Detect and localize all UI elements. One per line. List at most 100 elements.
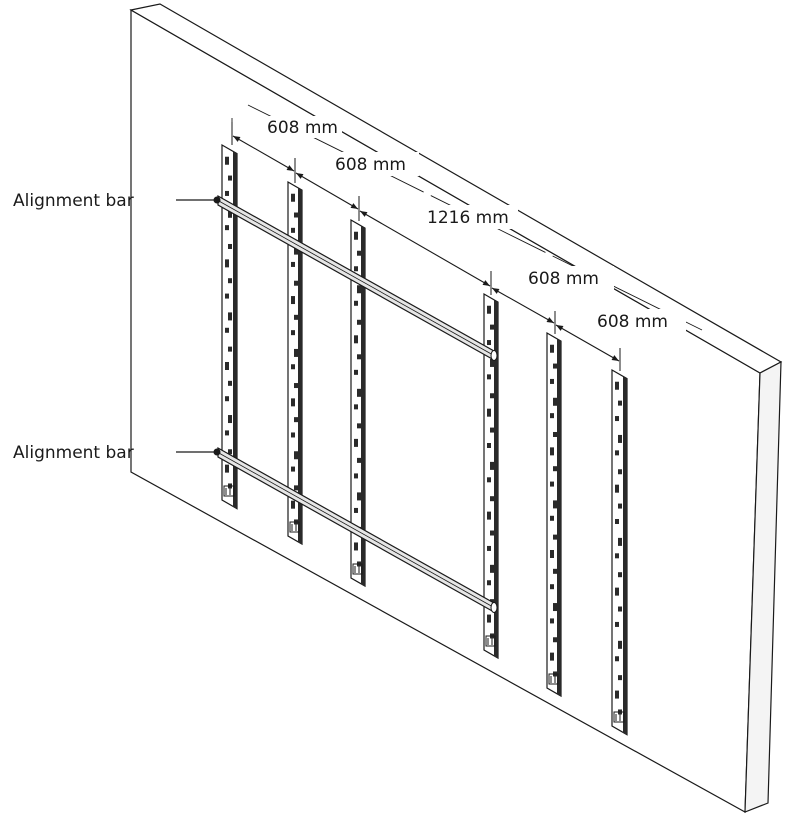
bracket-foot (352, 563, 363, 575)
bracket-slot (354, 438, 358, 447)
rail-end (490, 350, 498, 361)
dimension-arrowhead (350, 203, 358, 209)
dimension-arrowhead (286, 165, 294, 171)
bracket-slot (228, 175, 232, 181)
bracket-foot (548, 673, 559, 685)
dimension-line (555, 324, 620, 362)
bracket-slot (291, 500, 295, 509)
bracket-slot (487, 442, 491, 448)
bracket-slot (553, 568, 557, 574)
bracket-slot (228, 278, 232, 284)
dimension-arrowhead (546, 317, 554, 323)
bracket-slot (615, 450, 619, 456)
bracket-slot (490, 427, 494, 433)
bracket-slot (294, 348, 298, 357)
bracket-slot (294, 383, 298, 389)
bracket-slot (487, 545, 491, 551)
bracket-slot (357, 285, 361, 294)
bracket-slot (357, 457, 361, 463)
bracket-slot (228, 346, 232, 352)
bracket-slot (291, 261, 295, 267)
bracket-slot (553, 500, 557, 509)
bracket-slot (225, 396, 229, 402)
alignment-bar-label: Alignment bar (13, 443, 134, 463)
bracket-slot (225, 190, 229, 196)
bracket-slot (357, 354, 361, 360)
bracket-slot (354, 335, 358, 344)
alignment-bar-callout-bottom: Alignment bar (13, 443, 221, 463)
alignment-bars (217, 194, 498, 614)
bracket-slot (487, 511, 491, 520)
bracket-slot (553, 431, 557, 437)
bracket-slot (354, 369, 358, 375)
dimension-line (359, 210, 491, 287)
bracket-slot (490, 393, 494, 399)
bracket-slot (550, 481, 554, 487)
bracket-slot (618, 572, 622, 578)
bracket-slot (228, 415, 232, 424)
bracket-slot (487, 580, 491, 586)
alignment-bar-label: Alignment bar (13, 191, 134, 211)
bracket-slot (618, 640, 622, 649)
bracket-slot (294, 246, 298, 255)
bracket-slot (615, 553, 619, 559)
bracket-slot (553, 603, 557, 612)
dimension-arrowhead (611, 355, 619, 361)
bracket-slot (553, 363, 557, 369)
bracket-slot (615, 587, 619, 596)
dimension-label: 608 mm (528, 269, 599, 289)
bracket-slot (291, 466, 295, 472)
bracket-slot (550, 413, 554, 419)
bracket-slot (225, 225, 229, 231)
bracket-slot (357, 492, 361, 501)
bracket-slot (490, 564, 494, 573)
bracket-slot (618, 434, 622, 443)
bracket-slot (550, 652, 554, 661)
bracket-slot (225, 430, 229, 436)
bracket-slot (618, 606, 622, 612)
bracket-slot (487, 305, 491, 314)
bracket-slot (615, 416, 619, 422)
bracket-slot (615, 621, 619, 627)
bracket-slot (490, 530, 494, 536)
bracket-slot (618, 503, 622, 509)
bracket (287, 180, 303, 546)
bracket-slot (291, 364, 295, 370)
bracket-slot (490, 358, 494, 367)
bracket-slot (291, 193, 295, 202)
bracket-slot (618, 469, 622, 475)
bracket-slot (618, 537, 622, 546)
rail-end (490, 602, 498, 613)
bracket-slot (228, 243, 232, 249)
bracket-slot (550, 549, 554, 558)
bracket-slot (225, 259, 229, 268)
alignment-bar-callout-top: Alignment bar (13, 191, 221, 211)
bracket-slot (615, 484, 619, 493)
bracket-slot (225, 156, 229, 165)
bracket-edge (557, 339, 561, 697)
dimension-arrowhead (296, 173, 304, 179)
bracket-slot (615, 381, 619, 390)
bracket-edge (494, 300, 498, 659)
bracket-slot (490, 496, 494, 502)
bracket-slot (490, 461, 494, 470)
bracket-slot (618, 675, 622, 681)
mounting-brackets (221, 143, 628, 736)
dimension-label: 608 mm (335, 155, 406, 175)
bracket-slot (550, 584, 554, 590)
bracket-foot (613, 711, 625, 723)
bracket-slot (228, 380, 232, 386)
bracket-slot (357, 388, 361, 397)
bracket-slot (294, 451, 298, 460)
bracket-slot (228, 449, 232, 455)
bracket-slot (354, 542, 358, 551)
bracket-slot (294, 485, 298, 491)
bracket-slot (487, 340, 491, 346)
dimension-arrowhead (482, 280, 490, 286)
bracket-edge (298, 188, 302, 545)
bracket-slot (550, 447, 554, 456)
bracket-slot (291, 330, 295, 336)
alignment-bar-bottom (217, 446, 498, 614)
bracket-slot (225, 327, 229, 333)
